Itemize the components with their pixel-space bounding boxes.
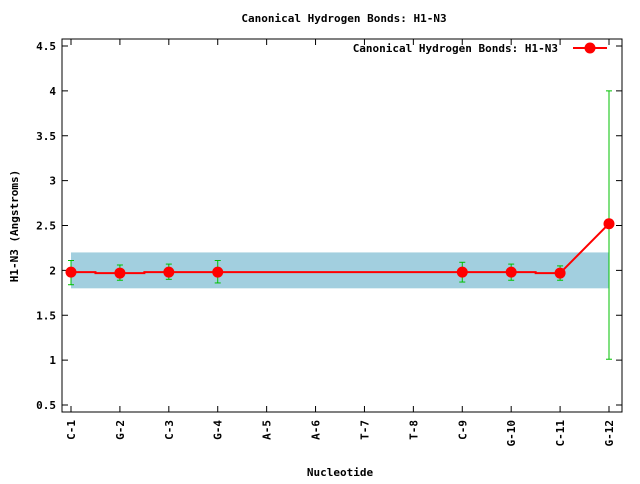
x-tick-label: C-11 — [554, 420, 567, 447]
x-tick-label: C-9 — [456, 420, 469, 440]
x-tick-label: A-5 — [261, 420, 274, 440]
series-line — [71, 223, 610, 275]
x-tick-label: T-7 — [358, 420, 371, 440]
data-point — [65, 266, 77, 278]
x-tick-label: G-10 — [505, 420, 518, 447]
data-point — [212, 266, 224, 278]
y-tick-label: 4.5 — [36, 40, 56, 53]
data-point — [603, 218, 615, 230]
x-tick-label: A-6 — [310, 420, 323, 440]
chart-title: Canonical Hydrogen Bonds: H1-N3 — [241, 12, 446, 25]
data-point — [163, 266, 175, 278]
legend: Canonical Hydrogen Bonds: H1-N3 — [353, 42, 607, 55]
y-tick-label: 2 — [49, 264, 56, 277]
legend-label: Canonical Hydrogen Bonds: H1-N3 — [353, 42, 558, 55]
reference-band — [71, 252, 609, 289]
x-tick-label: C-1 — [65, 420, 78, 440]
data-point — [456, 266, 468, 278]
x-tick-label: C-3 — [163, 420, 176, 440]
x-tick-label: G-2 — [114, 420, 127, 440]
y-tick-label: 0.5 — [36, 399, 56, 412]
y-tick-label: 1.5 — [36, 309, 56, 322]
y-tick-label: 4 — [49, 85, 56, 98]
plot-frame — [61, 38, 623, 413]
x-axis-label: Nucleotide — [307, 466, 374, 479]
data-point — [505, 266, 517, 278]
data-point — [554, 267, 566, 279]
y-tick-label: 3.5 — [36, 130, 56, 143]
data-point — [114, 267, 126, 279]
y-tick-label: 2.5 — [36, 220, 56, 233]
legend-marker — [584, 42, 596, 54]
x-tick-label: T-8 — [407, 420, 420, 440]
y-axis-label: H1-N3 (Angstroms) — [8, 170, 21, 283]
y-tick-label: 1 — [49, 354, 56, 367]
x-tick-label: G-4 — [212, 420, 225, 440]
y-tick-label: 3 — [49, 175, 56, 188]
x-tick-label: G-12 — [603, 420, 616, 447]
